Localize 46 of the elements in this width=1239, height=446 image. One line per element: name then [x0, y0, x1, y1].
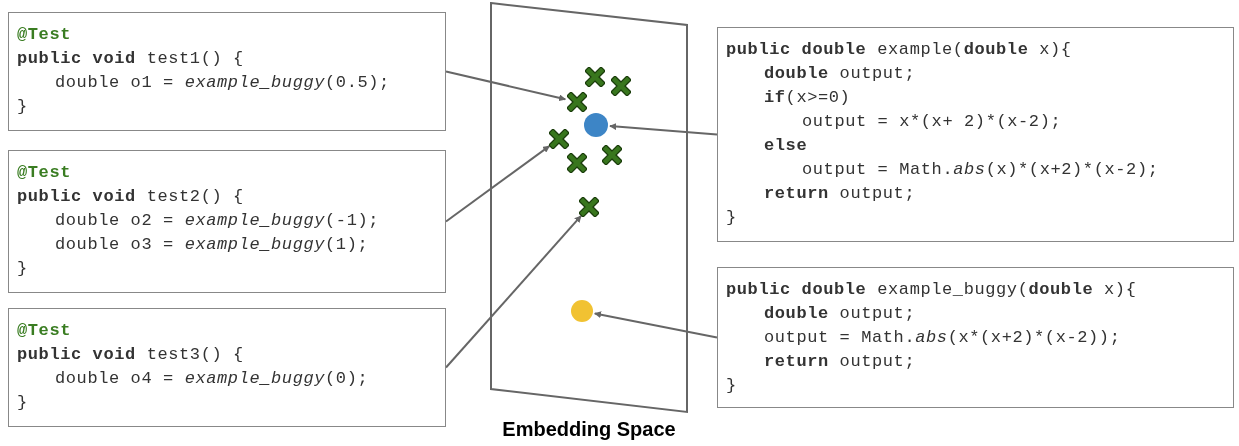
code-box	[8, 308, 446, 427]
code-line: }	[17, 392, 28, 414]
code-line: output = x*(x+ 2)*(x-2);	[801, 111, 1062, 133]
code-line: public double example_buggy(double x){	[726, 279, 1137, 301]
cross-marker	[567, 92, 587, 112]
code-line: public void test2() {	[17, 186, 244, 208]
code-line: }	[726, 375, 737, 397]
code-line: public double example(double x){	[726, 39, 1072, 61]
code-box	[717, 267, 1234, 408]
code-line: public void test1() {	[17, 48, 244, 70]
code-line: output = Math.abs(x)*(x+2)*(x-2);	[801, 159, 1159, 181]
code-line: }	[17, 258, 28, 280]
code-line: double o4 = example_buggy(0);	[54, 368, 369, 390]
code-line: double output;	[763, 303, 916, 325]
code-line: public void test3() {	[17, 344, 244, 366]
code-line: }	[726, 207, 737, 229]
code-box	[717, 27, 1234, 242]
code-line: output = Math.abs(x*(x+2)*(x-2));	[763, 327, 1121, 349]
code-line: else	[763, 135, 808, 157]
code-line: double o3 = example_buggy(1);	[54, 234, 369, 256]
arrow	[445, 145, 551, 223]
code-line: return output;	[763, 183, 916, 205]
code-line: double output;	[763, 63, 916, 85]
annotation-text: @Test	[17, 162, 71, 184]
circle-marker	[571, 300, 593, 322]
code-line: if(x>=0)	[763, 87, 851, 109]
code-line: return output;	[763, 351, 916, 373]
code-line: double o1 = example_buggy(0.5);	[54, 72, 390, 94]
code-box	[8, 150, 446, 293]
cross-marker	[579, 197, 599, 217]
plane-label: Embedding Space	[502, 418, 676, 441]
code-box	[8, 12, 446, 131]
arrow	[445, 214, 582, 369]
arrow	[608, 123, 718, 136]
arrow	[593, 311, 718, 339]
cross-marker	[585, 67, 605, 87]
cross-marker	[549, 129, 569, 149]
annotation-text: @Test	[17, 24, 71, 46]
cross-marker	[567, 153, 587, 173]
code-line: }	[17, 96, 28, 118]
circle-marker	[584, 113, 608, 137]
cross-marker	[602, 145, 622, 165]
code-line: double o2 = example_buggy(-1);	[54, 210, 380, 232]
cross-marker	[611, 76, 631, 96]
annotation-text: @Test	[17, 320, 71, 342]
arrow	[445, 70, 567, 102]
